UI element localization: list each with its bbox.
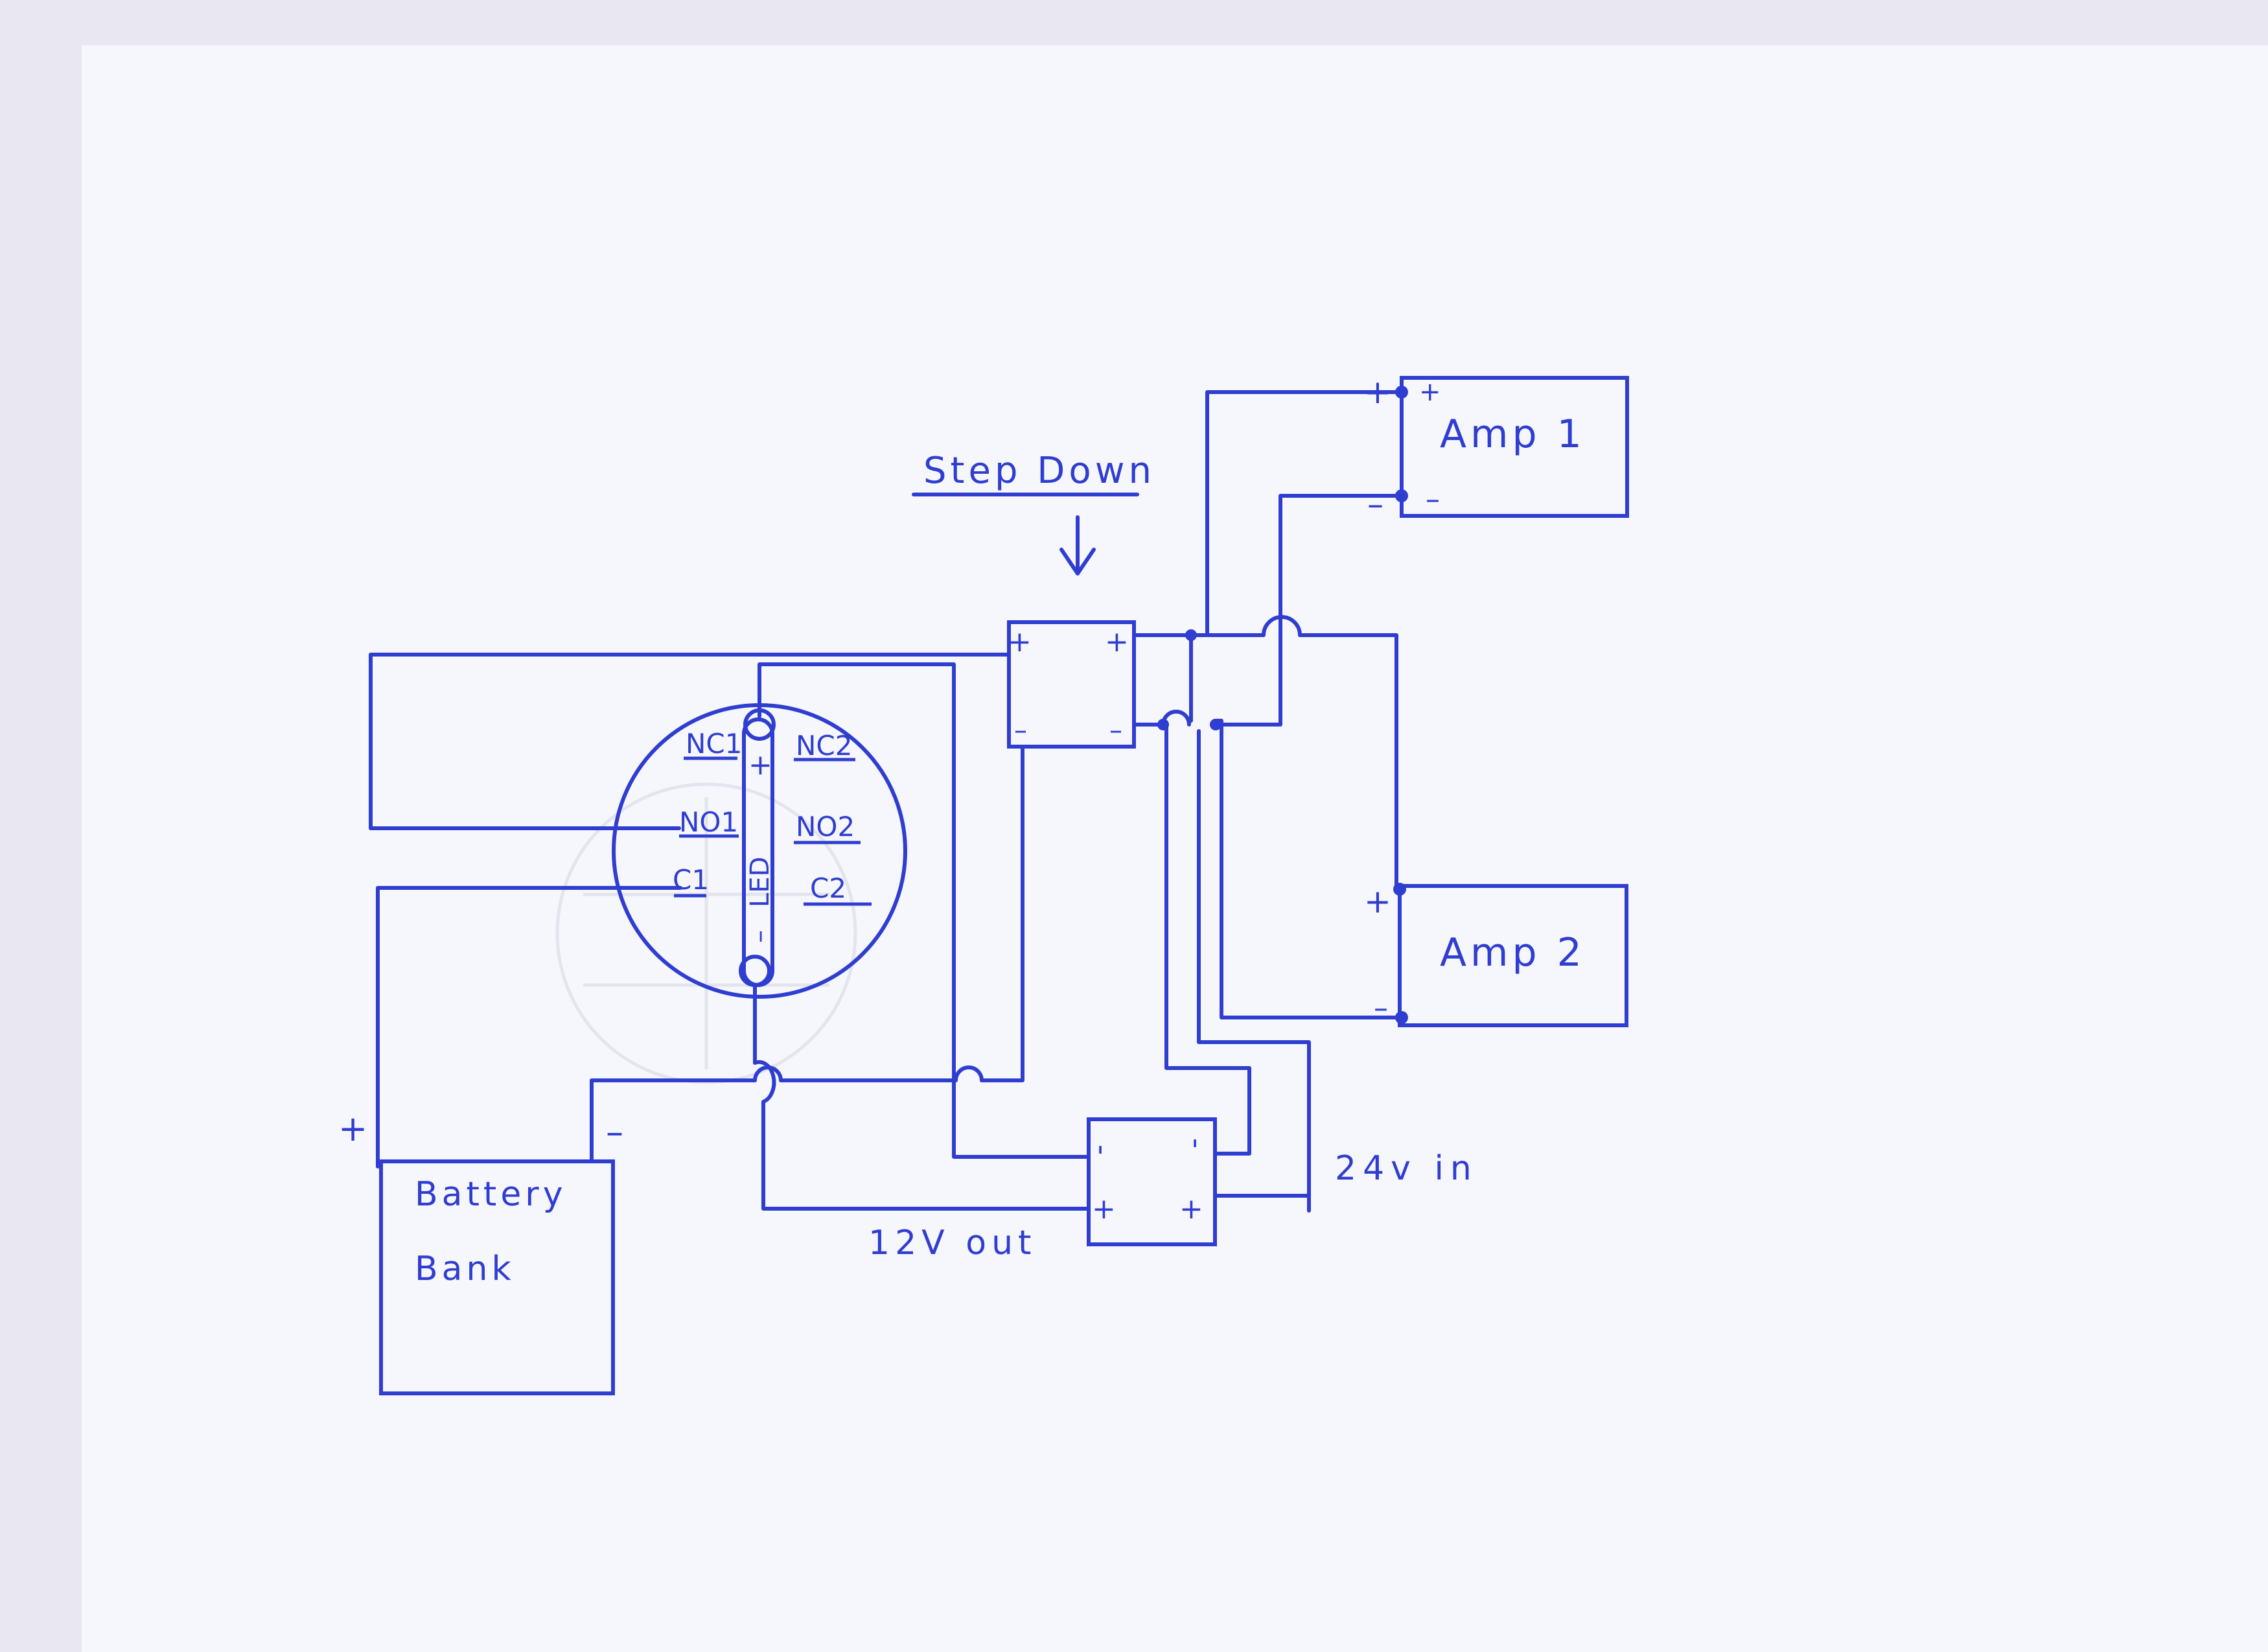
amp2-minus-mark: –: [1374, 992, 1388, 1025]
components: [379, 376, 1629, 1395]
battery-bank-box: [379, 1159, 615, 1395]
wire-c1-to-battery-plus: [376, 886, 682, 1169]
c1-label: C1: [673, 864, 709, 896]
amp1-label: Amp 1: [1440, 412, 1586, 457]
junction-dot: [1210, 719, 1221, 730]
wire-no1-to-stepdown-plus: [369, 653, 1011, 830]
switch-labels: NC1 NC2 NO1 NO2 C1 C2 LED + –: [673, 728, 855, 943]
lower-converter-box: [1087, 1117, 1217, 1246]
stepdown-minus-in: –: [1014, 715, 1027, 745]
converter-tick-left: ': [1096, 1141, 1104, 1174]
paper-sheet: [82, 45, 2268, 1652]
wire-battery-minus: [590, 1078, 757, 1163]
converter-plus-right: +: [1179, 1192, 1203, 1226]
stepdown-minus-out: –: [1109, 715, 1122, 745]
wires: [369, 390, 1404, 1213]
led-plus-terminal: [743, 708, 776, 741]
amp1-plus-outer: +: [1364, 373, 1391, 411]
led-minus-terminal: [739, 955, 771, 987]
amp1-box: [1400, 376, 1629, 518]
led-plus-label: +: [748, 749, 772, 782]
switch-terminal-lines: [674, 756, 872, 906]
step-down-converter-box: [1007, 620, 1136, 749]
wire-amp1-minus: [1213, 494, 1404, 727]
wire-led-minus-to-converter: [761, 1100, 1091, 1211]
wire-battery-minus-hop-2: [954, 1065, 984, 1082]
24v-in-label: 24v in: [1335, 1149, 1478, 1188]
wire-converter-plus: [1197, 729, 1311, 1213]
switch-body-circle: [612, 703, 907, 999]
amp1-plus-inner: +: [1419, 377, 1441, 407]
c2-label: C2: [810, 872, 846, 904]
led-minus-hop: [754, 1060, 776, 1104]
no1-label: NO1: [679, 806, 738, 838]
led-label: LED: [745, 857, 775, 907]
wire-to-amp2-plus-b: [1298, 633, 1398, 891]
wire-converter-minus: [1164, 723, 1251, 1156]
battery-label-line1: Battery: [415, 1175, 566, 1214]
amp2-label: Amp 2: [1440, 930, 1586, 975]
labels: Step Down Amp 1 Amp 2 Battery Bank 12V o…: [338, 373, 1586, 1288]
step-down-label: Step Down: [923, 450, 1155, 492]
converter-tick-right: ': [1191, 1134, 1199, 1167]
stepdown-plus-in: +: [1008, 625, 1032, 658]
amp2-box: [1398, 884, 1628, 1027]
stepdown-plus-out: +: [1105, 625, 1129, 658]
battery-plus-mark: +: [338, 1108, 367, 1149]
junction-dot: [1185, 629, 1197, 641]
wire-battery-minus-to-stepdown: [980, 747, 1024, 1082]
no2-label: NO2: [796, 811, 855, 843]
nc2-label: NC2: [796, 730, 852, 762]
battery-label-line2: Bank: [415, 1250, 515, 1288]
converter-plus-left: +: [1092, 1192, 1116, 1226]
junction-dot: [1157, 719, 1169, 730]
amp1-minus-outer: –: [1367, 485, 1383, 523]
12v-out-label: 12V out: [868, 1224, 1036, 1262]
step-down-arrow-head: [1059, 548, 1096, 576]
amp1-minus-inner: –: [1426, 483, 1440, 516]
led-minus-label: –: [745, 930, 774, 943]
wire-led-plus-to-converter: [758, 662, 1091, 1159]
nc1-label: NC1: [686, 728, 742, 760]
amp2-plus-mark: +: [1364, 883, 1391, 920]
battery-minus-mark: –: [606, 1111, 623, 1152]
